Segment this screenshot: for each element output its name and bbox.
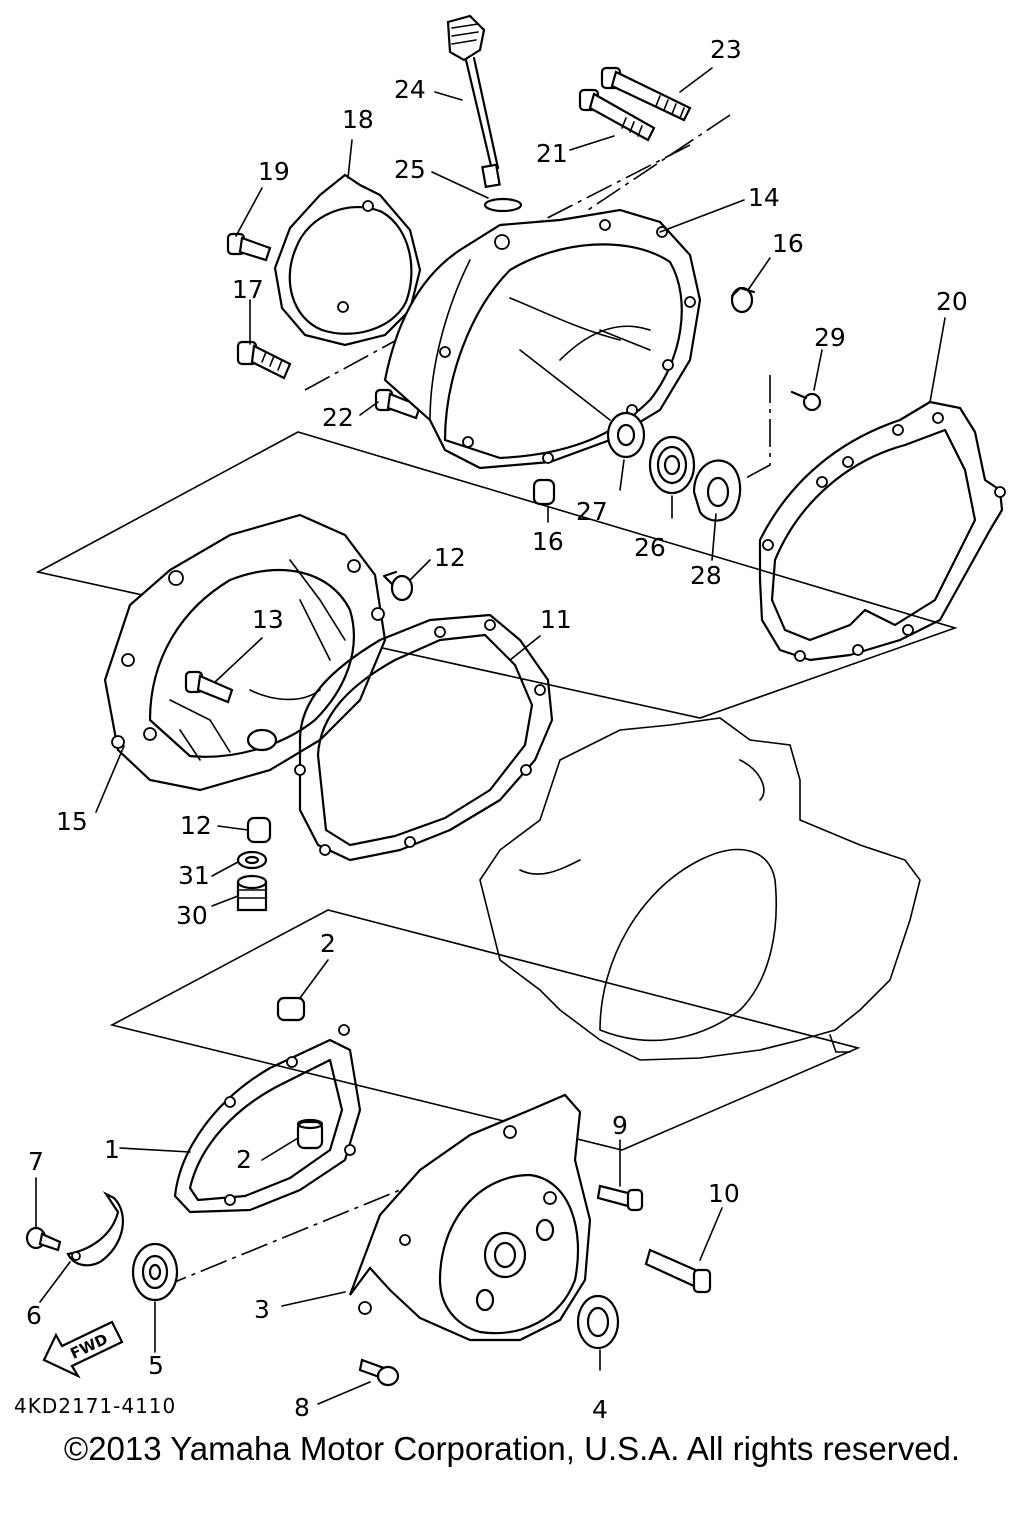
part-21-bolt	[578, 88, 656, 142]
callout-30: 30	[176, 901, 208, 930]
part-6-retainer	[66, 1191, 124, 1267]
part-24-dipstick	[446, 14, 501, 189]
alignment-line-29	[741, 375, 771, 481]
callout-19: 19	[258, 157, 290, 186]
part-25-o-ring	[483, 197, 523, 213]
callout-28: 28	[690, 561, 722, 590]
part-23-bolt	[600, 66, 692, 122]
part-26-bearing	[648, 435, 696, 495]
callout-3: 3	[254, 1295, 270, 1324]
callout-29: 29	[814, 323, 846, 352]
part-8-bolt	[358, 1358, 400, 1387]
diagram-reference-code: 4KD2171-4110	[14, 1394, 177, 1418]
alignment-line-top	[584, 114, 731, 213]
callout-17: 17	[232, 275, 264, 304]
callout-5: 5	[148, 1351, 164, 1380]
part-3-cover	[348, 1093, 592, 1342]
callout-26: 26	[634, 533, 666, 562]
callout-10: 10	[708, 1179, 740, 1208]
part-4-seal	[576, 1294, 620, 1350]
part-14-crankcase-cover	[383, 208, 702, 470]
callout-2: 2	[320, 929, 336, 958]
callout-11: 11	[540, 605, 572, 634]
part-11-gasket	[294, 613, 554, 862]
callout-1: 1	[104, 1135, 120, 1164]
part-16-collar-upper	[730, 286, 756, 314]
callout-12: 12	[180, 811, 212, 840]
callout-12: 12	[434, 543, 466, 572]
callout-6: 6	[26, 1301, 42, 1330]
callout-24: 24	[394, 75, 426, 104]
lower-plane-outline	[109, 909, 861, 1151]
part-18-cover-plate	[273, 173, 422, 347]
part-30-plug	[236, 874, 268, 912]
callout-13: 13	[252, 605, 284, 634]
part-15-cover	[103, 513, 387, 792]
callout-9: 9	[612, 1111, 628, 1140]
part-16-collar-lower	[532, 478, 556, 506]
part-7-screw	[25, 1226, 62, 1252]
callout-14: 14	[748, 183, 780, 212]
engine-crankcase	[479, 717, 921, 1061]
part-31-washer	[236, 850, 268, 870]
part-27-oil-seal	[606, 411, 646, 459]
callout-25: 25	[394, 155, 426, 184]
upper-plane-outline	[35, 431, 958, 719]
part-17-bolt	[236, 340, 292, 380]
callout-2: 2	[236, 1145, 252, 1174]
part-28-plate	[692, 459, 742, 522]
part-9-bolt	[596, 1184, 644, 1212]
callout-22: 22	[322, 403, 354, 432]
callout-4: 4	[592, 1395, 608, 1424]
callout-16: 16	[532, 527, 564, 556]
callout-8: 8	[294, 1393, 310, 1422]
part-2-dowel-upper	[276, 996, 306, 1022]
callout-15: 15	[56, 807, 88, 836]
part-12-collar-upper	[382, 570, 414, 602]
fwd-arrow-icon: FWD	[42, 1320, 124, 1379]
part-20-gasket	[758, 400, 1006, 662]
part-1-gasket	[173, 1024, 362, 1214]
part-19-bolt	[226, 232, 272, 262]
callout-16: 16	[772, 229, 804, 258]
part-10-bolt	[644, 1248, 712, 1294]
leader-lines	[35, 67, 946, 1405]
part-5-bearing	[131, 1242, 179, 1302]
alignment-line-top2	[519, 144, 691, 233]
callout-27: 27	[576, 497, 608, 526]
callout-18: 18	[342, 105, 374, 134]
part-12-collar-lower	[246, 816, 272, 844]
callout-7: 7	[28, 1147, 44, 1176]
callout-21: 21	[536, 139, 568, 168]
part-2-dowel-lower	[296, 1118, 324, 1150]
callout-23: 23	[710, 35, 742, 64]
part-29-screw	[790, 390, 822, 412]
part-22-bolt	[374, 388, 422, 420]
part-13-bolt	[184, 670, 234, 704]
copyright-notice: ©2013 Yamaha Motor Corporation, U.S.A. A…	[63, 1430, 961, 1467]
callout-20: 20	[936, 287, 968, 316]
callout-31: 31	[178, 861, 210, 890]
